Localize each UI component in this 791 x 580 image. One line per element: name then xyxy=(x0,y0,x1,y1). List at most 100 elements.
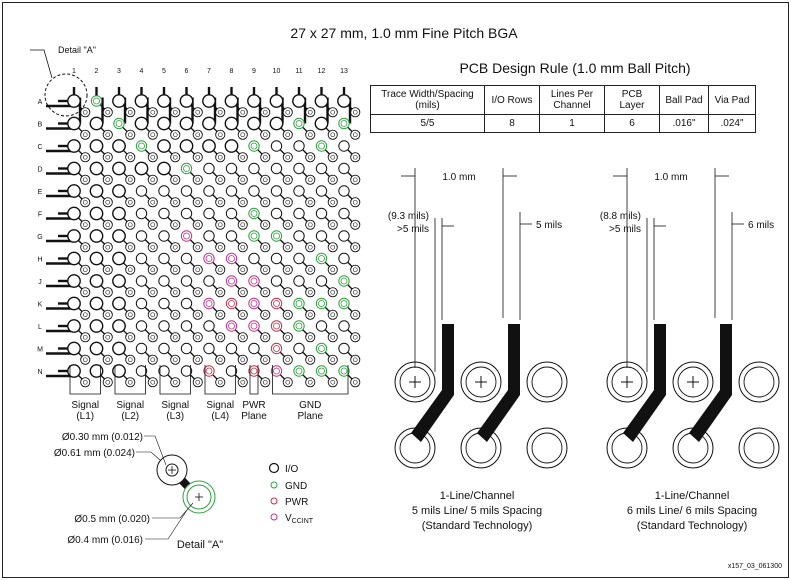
via-hole xyxy=(352,289,358,295)
io-ball xyxy=(225,207,238,220)
gnd-ball-inner xyxy=(273,232,280,240)
io-ball xyxy=(225,162,238,175)
gnd-ball-inner xyxy=(295,367,303,375)
via-hole xyxy=(307,267,313,273)
via-hole xyxy=(330,334,336,340)
io-ball xyxy=(314,116,329,131)
detail-dim-3-leader xyxy=(152,502,194,519)
io-ball xyxy=(67,139,81,153)
row-label-K: K xyxy=(38,302,43,309)
io-ball xyxy=(247,116,261,131)
io-ball xyxy=(158,207,170,220)
io-ball xyxy=(180,275,193,287)
legend-io-label: I/O xyxy=(285,464,299,475)
row-label-F: F xyxy=(38,212,42,219)
gnd-ball-inner xyxy=(318,345,325,352)
gap-label-1: (9.3 mils) xyxy=(388,211,429,222)
via-hole xyxy=(105,154,111,160)
detail-dim-4-leader xyxy=(145,509,188,540)
via-hole xyxy=(172,334,178,340)
io-ball xyxy=(135,320,148,332)
via-hole xyxy=(240,177,246,183)
via-hole xyxy=(240,199,246,205)
via-hole xyxy=(150,199,156,205)
channel-ball-pad-4 xyxy=(677,432,709,464)
io-ball xyxy=(225,185,238,197)
column-label-5: 5 xyxy=(162,68,166,75)
io-ball xyxy=(89,341,104,356)
io-ball xyxy=(89,116,104,131)
via-hole xyxy=(262,222,268,228)
io-ball xyxy=(135,185,148,197)
io-ball xyxy=(158,342,170,355)
via-hole xyxy=(352,379,358,385)
io-ball xyxy=(179,139,194,153)
detail-a-enlargement: Ø0.30 mm (0.012) Ø0.61 mm (0.024) Ø0.5 m… xyxy=(54,432,223,551)
via-hole xyxy=(285,334,291,340)
row-label-E: E xyxy=(38,189,43,196)
gnd-ball-inner xyxy=(318,255,325,262)
io-ball xyxy=(67,184,81,198)
value-io-rows: 8 xyxy=(484,114,540,133)
via-hole xyxy=(307,379,313,385)
via-hole xyxy=(82,312,88,318)
via-hole xyxy=(307,154,313,160)
gnd-ball-inner xyxy=(318,142,325,150)
io-ball xyxy=(89,229,104,243)
row-label-G: G xyxy=(37,234,42,241)
design-rule-title: PCB Design Rule (1.0 mm Ball Pitch) xyxy=(459,60,691,76)
io-ball xyxy=(270,252,283,265)
io-ball xyxy=(112,274,126,288)
io-ball xyxy=(270,207,283,220)
gnd-ball-inner xyxy=(340,300,348,307)
layer-brackets: Signal(L1)Signal(L2)Signal(L3)Signal(L4)… xyxy=(69,365,349,422)
io-ball xyxy=(180,365,193,377)
io-ball xyxy=(338,252,350,265)
detail-dim-2: Ø0.61 mm (0.024) xyxy=(54,448,135,459)
via-hole xyxy=(285,267,291,273)
via-hole xyxy=(150,267,156,273)
row-label-M: M xyxy=(37,347,43,354)
via-hole xyxy=(172,109,178,115)
value-via-pad: .024" xyxy=(708,114,756,133)
header-ball-pad: Ball Pad xyxy=(659,85,709,115)
io-ball xyxy=(338,320,350,332)
io-ball xyxy=(338,185,350,197)
io-ball xyxy=(338,230,350,242)
via-hole xyxy=(217,109,223,115)
via-hole xyxy=(330,222,336,228)
via-hole xyxy=(172,312,178,318)
via-hole xyxy=(240,379,246,385)
row-label-D: D xyxy=(37,167,42,174)
via-hole xyxy=(217,289,223,295)
via-hole xyxy=(195,109,201,115)
via-hole xyxy=(262,199,268,205)
io-ball xyxy=(338,207,350,220)
io-ball xyxy=(89,364,104,378)
io-ball xyxy=(224,139,239,153)
via-hole xyxy=(307,289,313,295)
via-hole xyxy=(195,267,201,273)
via-hole xyxy=(172,267,178,273)
layer-bracket-3 xyxy=(204,365,236,395)
vccint-ball-inner xyxy=(250,277,258,285)
layer-label-3-line2: (L4) xyxy=(211,411,229,422)
gnd-ball-inner xyxy=(340,120,348,127)
io-ball xyxy=(67,116,81,131)
value-layer: 6 xyxy=(604,114,660,133)
legend-vccint-label: VCCINT xyxy=(285,513,314,525)
via-hole xyxy=(285,244,291,250)
gnd-ball-inner xyxy=(183,165,190,172)
layer-label-1-line2: (L2) xyxy=(121,411,139,422)
via-hole xyxy=(127,267,133,273)
io-ball xyxy=(203,230,215,242)
trace-label: 5 mils xyxy=(536,220,562,231)
gnd-ball-inner xyxy=(115,120,123,127)
io-ball xyxy=(89,184,104,198)
header-via-pad: Via Pad xyxy=(708,85,756,115)
io-ball xyxy=(180,297,193,310)
io-ball xyxy=(203,342,215,355)
io-ball xyxy=(135,275,148,287)
via-hole xyxy=(307,132,313,138)
via-hole xyxy=(352,244,358,250)
